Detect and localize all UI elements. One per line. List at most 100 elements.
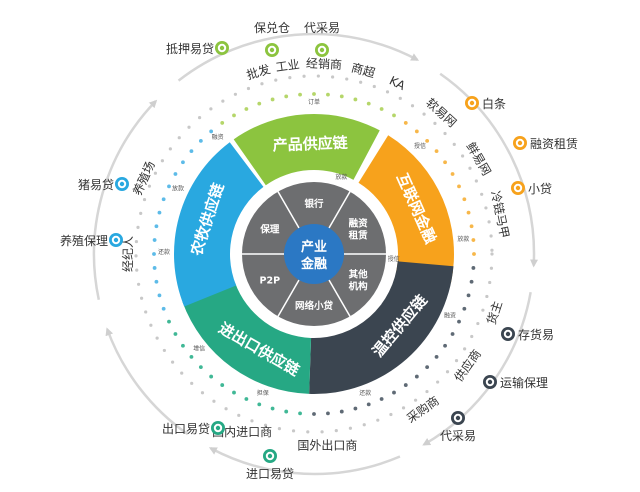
- chain-arc-agriculture: [173, 142, 264, 307]
- dot: [168, 147, 172, 151]
- dot: [490, 252, 494, 256]
- participant-label: KA: [387, 73, 408, 93]
- dot: [167, 319, 171, 324]
- product-label: 小贷: [528, 182, 552, 196]
- dot: [180, 371, 184, 375]
- product-node: 存货易: [501, 327, 554, 342]
- flow-label: 融资: [212, 133, 224, 141]
- dot: [379, 107, 384, 111]
- dot: [155, 336, 159, 340]
- dot: [142, 197, 147, 202]
- dot: [366, 101, 371, 106]
- dot: [489, 234, 493, 238]
- dot: [389, 412, 393, 417]
- dot: [190, 381, 194, 385]
- dot: [410, 104, 415, 108]
- dot: [161, 197, 166, 202]
- dot: [436, 380, 440, 384]
- dot: [462, 306, 467, 311]
- dot: [144, 310, 148, 314]
- dot: [461, 154, 465, 158]
- product-label: 代采易: [440, 429, 476, 443]
- hub-divider: [328, 279, 351, 317]
- dot: [152, 238, 157, 242]
- flow-label: 增信: [193, 344, 205, 352]
- dot: [274, 78, 278, 82]
- dot: [422, 112, 426, 116]
- dot: [209, 129, 214, 134]
- dot: [326, 411, 330, 416]
- participant-label: 工业: [275, 57, 301, 74]
- dot: [152, 252, 156, 256]
- participant-label: 批发: [245, 61, 272, 82]
- dot: [443, 160, 447, 165]
- dot: [189, 149, 194, 154]
- dot: [312, 92, 316, 96]
- dot: [469, 279, 474, 284]
- dot: [209, 107, 213, 111]
- dot: [291, 429, 296, 433]
- dot: [485, 294, 489, 299]
- dot: [425, 138, 430, 143]
- product-node: 猪易贷: [78, 177, 129, 192]
- product-label: 存货易: [518, 327, 554, 342]
- dot: [452, 142, 456, 147]
- dot: [398, 96, 402, 100]
- product-node: 融资租赁: [513, 136, 578, 151]
- center-circle: [284, 224, 344, 284]
- cycle-arrow: [439, 72, 539, 268]
- participant-label: 国外出口商: [297, 438, 357, 453]
- center-title-line1: 产业: [301, 239, 327, 255]
- dot: [414, 374, 419, 379]
- cycle-arrow: [92, 99, 158, 301]
- dot: [403, 121, 408, 125]
- dot: [484, 206, 488, 210]
- dot: [463, 347, 467, 351]
- dot: [488, 280, 492, 285]
- dot: [392, 113, 396, 118]
- participant-label: 商超: [350, 60, 377, 81]
- dot: [167, 184, 171, 189]
- chain-arc-temp-control: [309, 261, 454, 394]
- dot: [246, 86, 251, 91]
- dot: [197, 116, 202, 120]
- dot: [152, 266, 157, 270]
- hub-segment-label: P2P: [260, 276, 281, 287]
- hub-segment-label: 租赁: [349, 230, 369, 242]
- dot: [257, 402, 262, 407]
- dot: [403, 383, 408, 387]
- dot: [139, 211, 143, 215]
- product-node: 保兑仓: [254, 21, 290, 57]
- flow-label: 放款: [457, 235, 469, 243]
- participant-label: 经销商: [306, 55, 343, 72]
- dot: [471, 238, 476, 242]
- dot: [198, 365, 203, 370]
- dot: [147, 184, 152, 188]
- dot: [472, 252, 476, 256]
- hub-segment-label: 网络小贷: [295, 300, 334, 312]
- dot: [353, 406, 358, 411]
- product-label: 融资租赁: [530, 137, 578, 151]
- dot: [401, 406, 406, 410]
- participant-label: 软易网: [423, 96, 459, 131]
- dot: [480, 192, 484, 196]
- hub-segment-label: 其他: [349, 269, 369, 281]
- dot: [153, 171, 158, 175]
- dot: [331, 75, 335, 79]
- dot: [173, 172, 178, 176]
- product-label: 进口易贷: [246, 467, 294, 481]
- participant-label: 供应商: [451, 346, 484, 384]
- flow-label: 融资: [444, 311, 456, 319]
- product-label: 白条: [482, 96, 506, 111]
- dot: [237, 413, 241, 417]
- flow-label: 订单: [308, 98, 320, 106]
- finance-products: 抵押易贷保兑仓代采易白条融资租赁小贷存货易运输保理代采易出口易贷进口易贷猪易贷养…: [60, 21, 578, 481]
- dot: [457, 319, 461, 324]
- dot: [173, 332, 178, 336]
- dot: [136, 282, 141, 286]
- dot: [187, 125, 191, 129]
- chain-arc-import-export: [182, 282, 312, 394]
- dot: [487, 220, 491, 224]
- dot: [490, 248, 494, 252]
